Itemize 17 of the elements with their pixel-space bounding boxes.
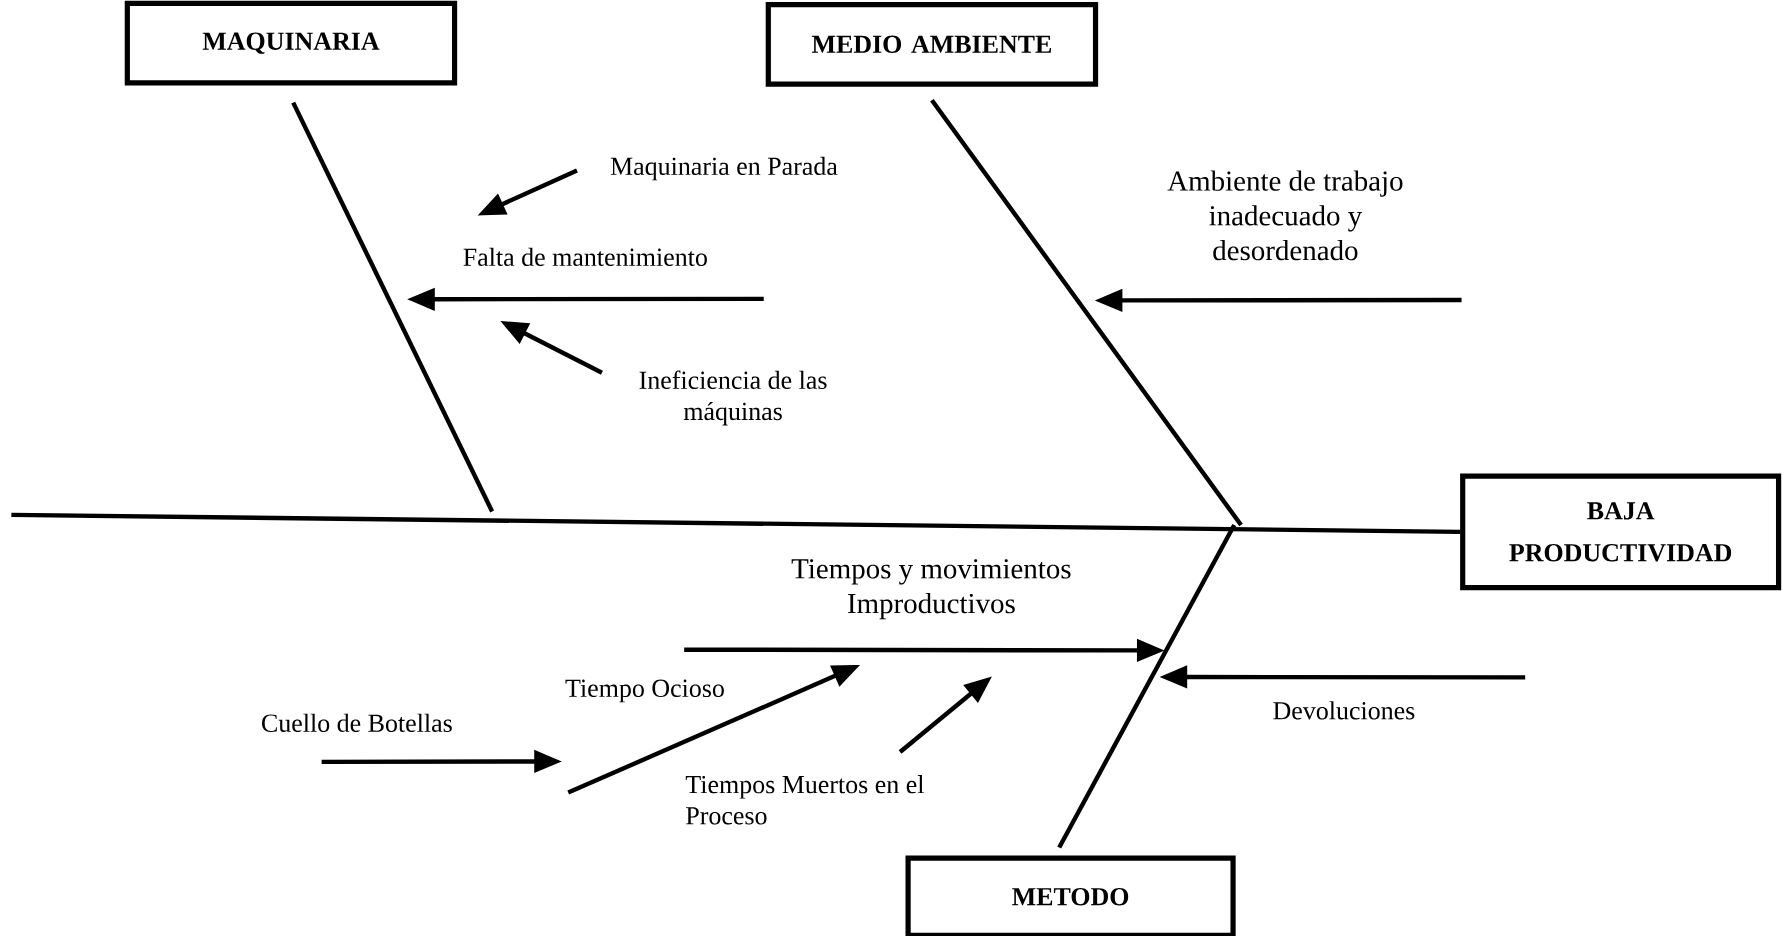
category-box: METODO [905,855,1236,936]
cause-label: Tiempo Ocioso [565,679,724,703]
bone-line [930,98,1243,527]
cause-label: Cuello de Botellas [262,713,452,732]
cause-label: Ambiente de trabajo inadecuado y desordenado [1167,170,1403,261]
cause-label: Tiempos y movimientos Improductivos [791,558,1071,619]
bone-line [291,101,495,513]
cause-label: Maquinaria en Parada [610,156,838,181]
bone-line [11,512,1461,534]
cause-label: Falta de mantenimiento [463,247,707,266]
cause-label: Ineficiencia de las máquinas [639,370,827,426]
effect-box: BAJA PRODUCTIVIDAD [1460,473,1782,590]
cause-label: Devoluciones [1273,701,1415,720]
category-box: MAQUINARIA [124,0,458,86]
category-box: MEDIO AMBIENTE [765,1,1099,87]
cause-label: Tiempos Muertos en el Proceso [685,774,924,825]
bone-line [1057,523,1237,849]
